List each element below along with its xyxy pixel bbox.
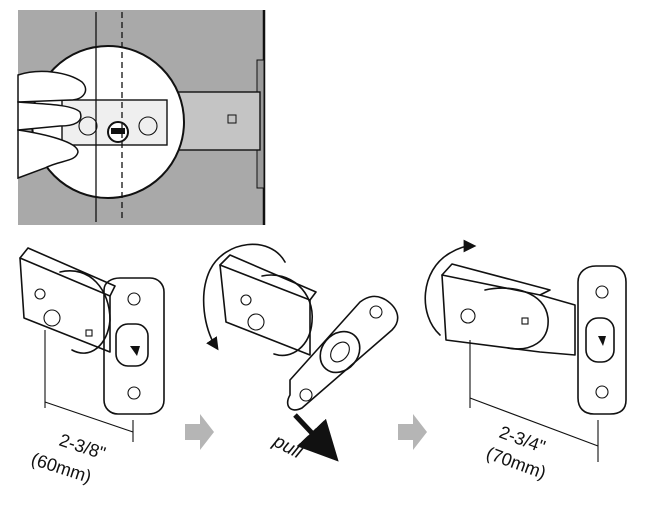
rotate-arrow-icon	[424, 239, 477, 336]
rotate-arrow-icon	[202, 243, 286, 351]
step-arrow-icon	[185, 414, 214, 450]
dimension-left	[44, 330, 134, 442]
pull-label: pull	[269, 430, 307, 463]
latch-middle-illustration	[219, 254, 399, 411]
pull-arrow-icon	[293, 413, 339, 462]
latch-right-illustration	[441, 263, 627, 415]
finger-illustration	[17, 70, 87, 180]
step-arrow-icon	[398, 414, 427, 450]
door-section-illustration	[17, 10, 266, 225]
dimension-right	[469, 340, 599, 462]
latch-left-illustration	[19, 247, 165, 415]
